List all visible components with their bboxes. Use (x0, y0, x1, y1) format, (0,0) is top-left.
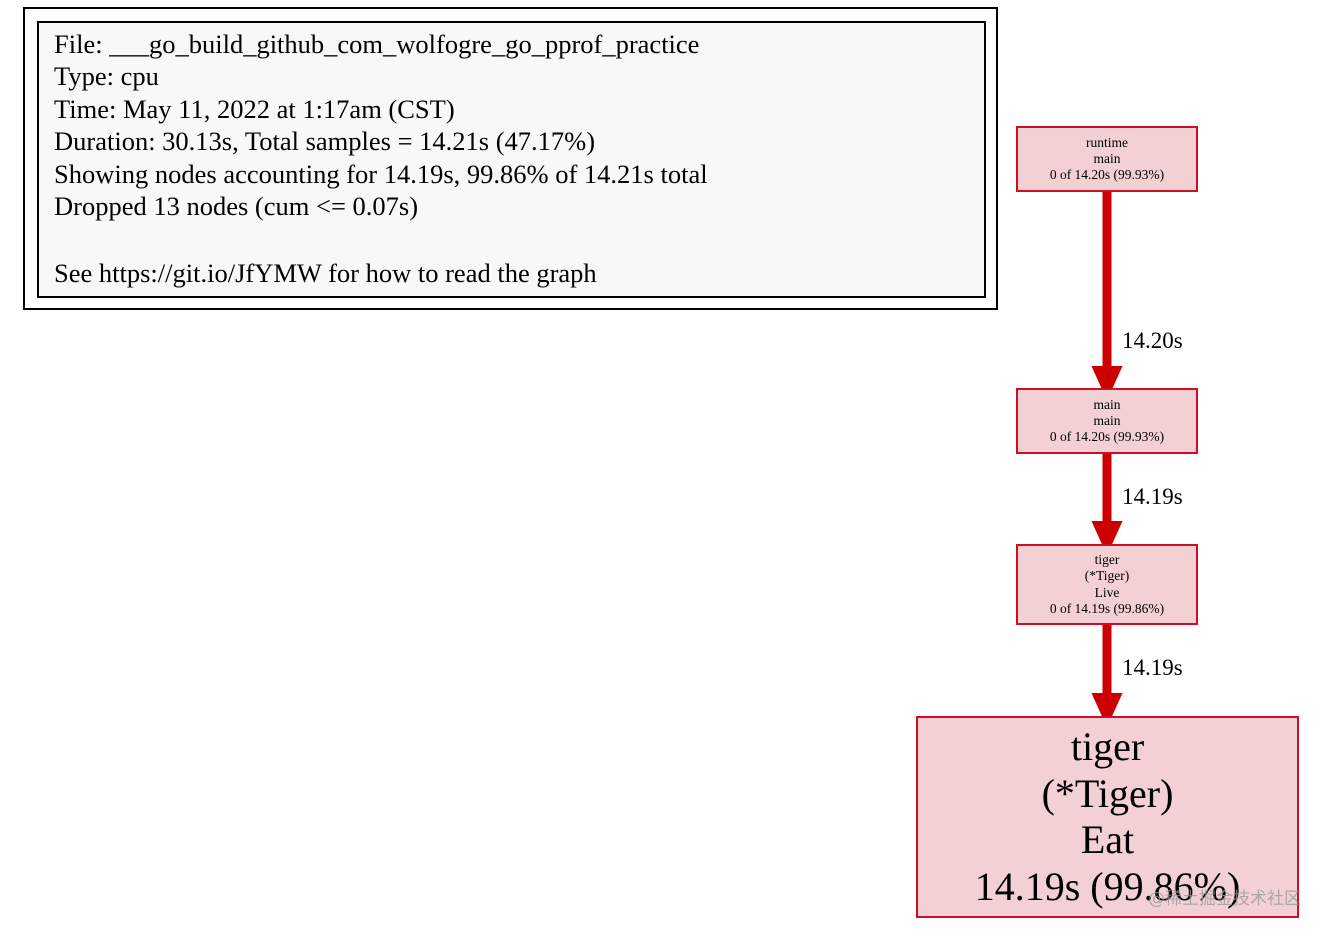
legend-dropped: Dropped 13 nodes (cum <= 0.07s) (54, 190, 419, 221)
node-label-line: (*Tiger) (1041, 770, 1174, 816)
node-value: 0 of 14.19s (99.86%) (1049, 600, 1165, 616)
node-main-main[interactable]: main main 0 of 14.20s (99.93%) (1016, 388, 1198, 454)
legend-type: Type: cpu (54, 61, 159, 92)
node-label-line: main (1093, 150, 1121, 166)
legend-help-link[interactable]: See https://git.io/JfYMW for how to read… (54, 258, 597, 289)
edge-label-tiger-live: 14.19s (1122, 655, 1183, 680)
legend-duration: Duration: 30.13s, Total samples = 14.21s… (54, 126, 596, 157)
edge-label-main-main: 14.19s (1122, 484, 1183, 509)
node-value: 0 of 14.20s (99.93%) (1049, 429, 1165, 445)
node-value: 14.19s (99.86%) (974, 863, 1241, 909)
edge-main-main-to-tiger-live[interactable] (1091, 454, 1123, 556)
node-runtime-main[interactable]: runtime main 0 of 14.20s (99.93%) (1016, 126, 1198, 192)
node-label-line: Live (1094, 584, 1120, 600)
legend-box: File: ___go_build_github_com_wolfogre_go… (37, 21, 986, 298)
node-label-line: tiger (1094, 552, 1120, 568)
watermark: @稀土掘金技术社区 (1148, 889, 1301, 909)
edge-tiger-live-to-tiger-eat[interactable] (1091, 625, 1123, 728)
node-label-line: tiger (1070, 724, 1145, 769)
legend-showing: Showing nodes accounting for 14.19s, 99.… (54, 158, 708, 189)
edge-runtime-main-to-main-main[interactable] (1091, 192, 1123, 401)
node-label-line: main (1093, 396, 1121, 412)
node-label-line: runtime (1086, 134, 1128, 150)
legend-time: Time: May 11, 2022 at 1:17am (CST) (54, 93, 455, 124)
edge-label-runtime-main: 14.20s (1122, 328, 1183, 353)
node-tiger-eat[interactable]: tiger (*Tiger) Eat 14.19s (99.86%) (916, 716, 1299, 918)
node-label-line: Eat (1080, 817, 1135, 862)
node-tiger-live[interactable]: tiger (*Tiger) Live 0 of 14.19s (99.86%) (1016, 544, 1198, 625)
legend-file: File: ___go_build_github_com_wolfogre_go… (54, 29, 700, 59)
node-label-line: main (1093, 412, 1121, 428)
node-label-line: (*Tiger) (1084, 568, 1130, 584)
node-value: 0 of 14.20s (99.93%) (1049, 167, 1165, 183)
